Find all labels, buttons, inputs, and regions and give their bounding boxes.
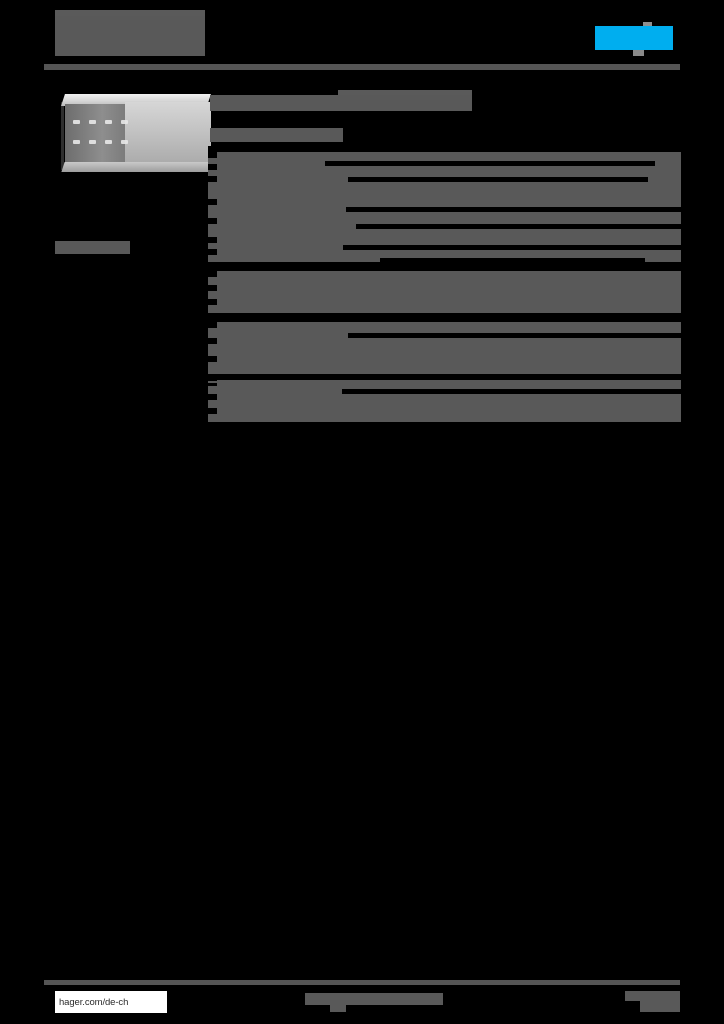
footer-page-number — [625, 991, 680, 1001]
product-front-face — [125, 102, 211, 168]
spec-row-gap — [348, 333, 682, 338]
perforation-hole — [105, 140, 112, 144]
spec-row-gap — [356, 224, 681, 229]
spec-row-gap — [380, 258, 645, 263]
spec-group — [208, 152, 681, 263]
perforation-hole — [73, 140, 80, 144]
brand-logo-dot-icon — [643, 22, 652, 28]
spec-row-gap — [346, 207, 681, 212]
spec-row-notch — [208, 394, 217, 400]
product-edge — [61, 102, 64, 170]
spec-row-notch — [208, 271, 217, 277]
header-divider — [44, 64, 680, 70]
spec-row-notch — [208, 176, 217, 182]
brand-logo-wordmark — [595, 26, 673, 50]
spec-row-notch — [208, 237, 217, 243]
spec-row-notch — [208, 408, 217, 414]
spec-row-notch — [208, 356, 217, 362]
page-subtitle — [210, 128, 343, 142]
footer-url-link[interactable]: hager.com/de-ch — [55, 991, 167, 1013]
spec-group-header-tab — [208, 146, 252, 152]
spec-row-notch — [208, 285, 217, 291]
spec-row-gap — [348, 177, 648, 182]
product-bottom-flange — [61, 162, 215, 172]
page-title — [210, 95, 472, 111]
perforation-hole — [105, 120, 112, 124]
perforation-hole — [89, 120, 96, 124]
spec-row-notch — [208, 152, 217, 158]
spec-row-notch — [208, 299, 217, 305]
footer-divider — [44, 980, 680, 985]
header-title-ascenders — [55, 10, 205, 18]
footer-center-text-second-line — [330, 1005, 346, 1012]
spec-group — [208, 380, 681, 422]
product-perforation-row — [73, 140, 128, 144]
perforation-hole — [73, 120, 80, 124]
product-image-caption — [55, 241, 130, 254]
spec-group-header-tab — [208, 374, 238, 380]
spec-row-gap — [325, 161, 655, 166]
perforation-hole — [89, 140, 96, 144]
spec-row-notch — [208, 338, 217, 344]
spec-row-notch — [208, 164, 217, 170]
spec-group — [208, 322, 682, 374]
spec-row-notch — [208, 322, 217, 328]
spec-group — [208, 271, 681, 313]
spec-row-notch — [208, 199, 217, 205]
perforation-hole — [121, 120, 128, 124]
footer-url-text: hager.com/de-ch — [59, 996, 129, 1008]
spec-row-notch — [208, 218, 217, 224]
spec-row-gap — [342, 389, 681, 394]
spec-row-gap — [343, 245, 681, 250]
spec-group-header-tab — [208, 316, 256, 322]
product-perforation-row — [73, 120, 128, 124]
product-photo — [55, 90, 215, 182]
page-title-ascenders — [338, 90, 472, 96]
perforation-hole — [121, 140, 128, 144]
spec-group — [208, 381, 681, 383]
footer-page-number-second-line — [640, 1001, 680, 1012]
header-title — [55, 16, 205, 56]
footer-center-text — [305, 993, 443, 1005]
brand-logo-underline — [633, 50, 644, 56]
product-inner-cavity — [65, 104, 127, 166]
spec-row-notch — [208, 249, 217, 255]
spec-row-notch — [208, 380, 217, 386]
specification-table — [208, 146, 682, 594]
spec-group-header-tab — [208, 265, 235, 271]
